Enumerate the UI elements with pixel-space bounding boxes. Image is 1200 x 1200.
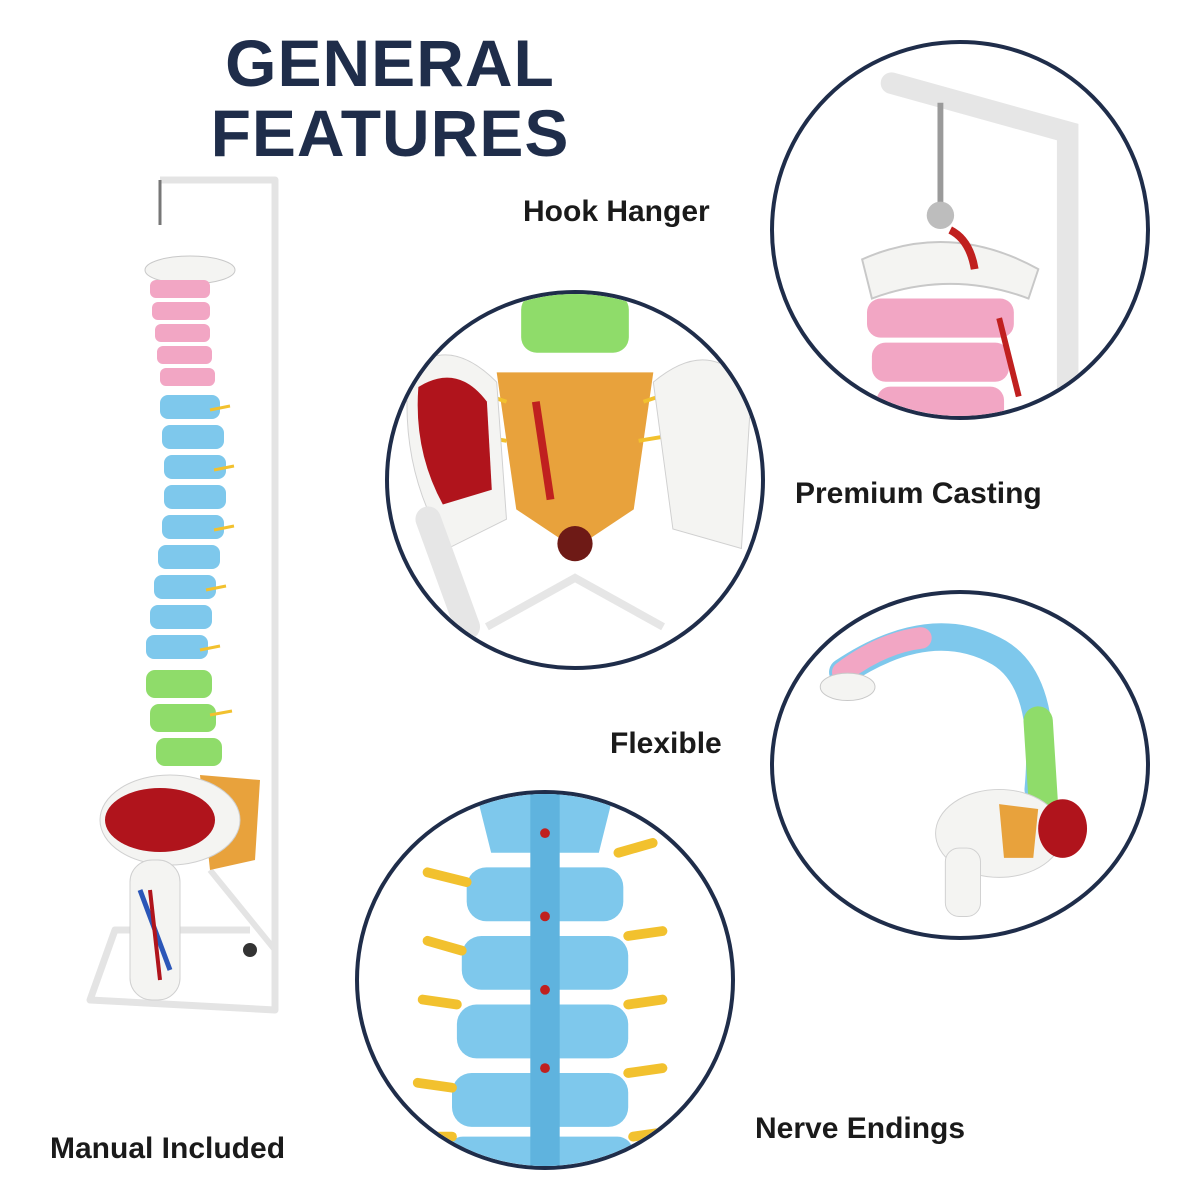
nerve-endings-circle bbox=[355, 790, 735, 1170]
premium-casting-label: Premium Casting bbox=[795, 477, 1042, 510]
premium-casting-circle bbox=[385, 290, 765, 670]
hook-hanger-image bbox=[860, 72, 1079, 416]
premium-casting-image bbox=[406, 294, 752, 640]
nerve-endings-image bbox=[412, 794, 673, 1166]
hook-hanger-circle bbox=[770, 40, 1150, 420]
spine-model-on-stand bbox=[60, 170, 310, 1050]
manual-included-label: Manual Included bbox=[50, 1132, 286, 1165]
hook-hanger-label: Hook Hanger bbox=[523, 195, 710, 228]
nerve-endings-label: Nerve Endings bbox=[755, 1112, 966, 1145]
flexible-image bbox=[819, 623, 1088, 917]
title-line-1: GENERAL bbox=[225, 26, 555, 100]
flexible-label: Flexible bbox=[610, 727, 722, 760]
feature-title: GENERAL FEATURES bbox=[180, 28, 600, 168]
title-line-2: FEATURES bbox=[210, 96, 570, 170]
spine-model-image bbox=[86, 176, 279, 1014]
flexible-circle bbox=[770, 590, 1150, 940]
